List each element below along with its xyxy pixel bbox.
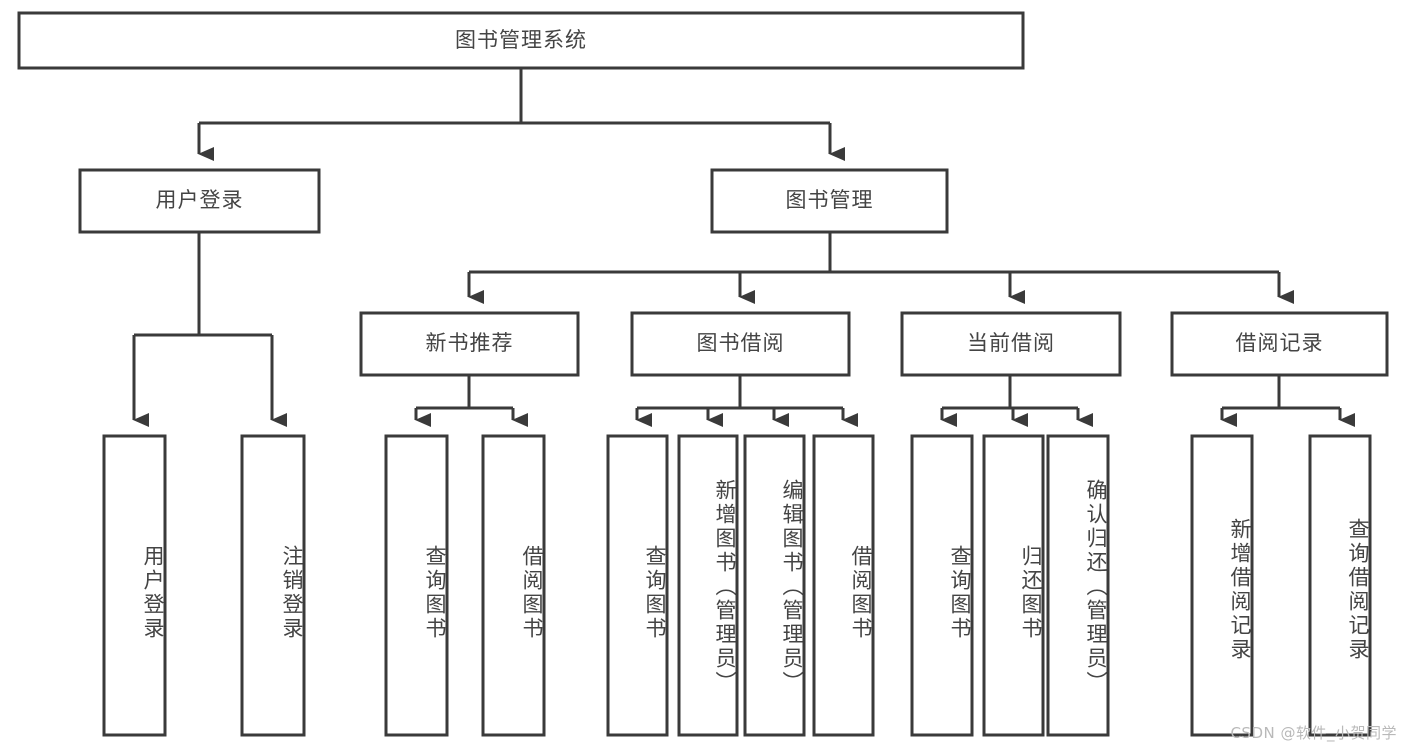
node-box-user-login[interactable]	[78, 168, 321, 234]
leaf-box-edit-book[interactable]	[743, 434, 806, 737]
node-box-borrow-record[interactable]	[1170, 311, 1389, 377]
leaf-box-query-book-bb[interactable]	[606, 434, 669, 737]
leaf-box-confirm-return[interactable]	[1046, 434, 1110, 737]
leaf-box-query-book-new[interactable]	[384, 434, 449, 737]
leaf-box-add-record[interactable]	[1190, 434, 1254, 737]
leaf-box-query-record[interactable]	[1308, 434, 1372, 737]
leaf-box-borrow-book-new[interactable]	[481, 434, 546, 737]
leaf-box-return-book[interactable]	[982, 434, 1045, 737]
node-box-current-borrow[interactable]	[900, 311, 1122, 377]
leaf-box-query-book-cb[interactable]	[910, 434, 974, 737]
leaf-box-user-login[interactable]	[102, 434, 167, 737]
leaf-box-add-book[interactable]	[677, 434, 739, 737]
leaf-box-logout-login[interactable]	[240, 434, 306, 737]
node-box-root[interactable]	[17, 11, 1025, 70]
node-box-new-book-rec[interactable]	[359, 311, 580, 377]
node-box-book-manage[interactable]	[710, 168, 949, 234]
node-box-book-borrow[interactable]	[630, 311, 851, 377]
leaf-box-borrow-book-bb[interactable]	[812, 434, 875, 737]
csdn-watermark: CSDN @软件_小贺同学	[1230, 724, 1397, 742]
